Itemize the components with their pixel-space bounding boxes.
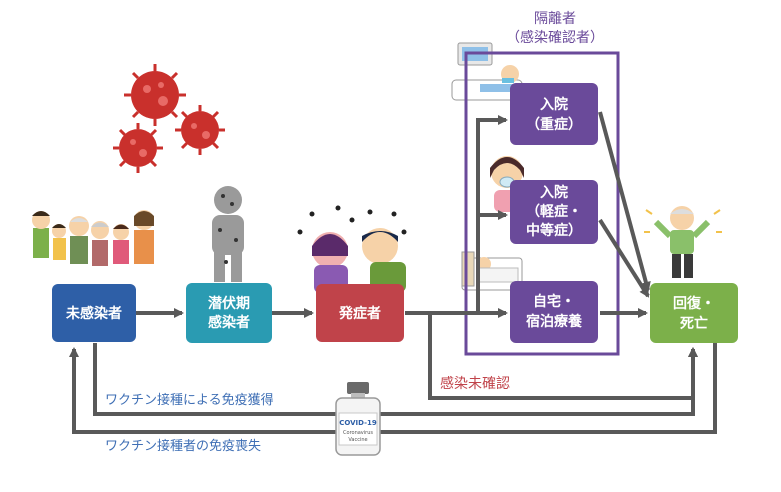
label-vaccine-loss: ワクチン接種者の免疫喪失 [105,438,261,454]
node-home-care-label-1: 自宅・ [533,293,575,310]
node-hospital-mild-label-2: （軽症・ [526,203,582,220]
latent-person-illustration [212,186,244,282]
virus-icon [113,123,163,173]
recovered-person-illustration [644,206,722,278]
node-home-care-label-2: 宿泊療養 [526,313,582,330]
vial-label-2: Coronavirus [343,430,373,436]
label-unconfirmed: 感染未確認 [440,375,510,392]
isolation-title: 隔離者 [534,10,576,27]
virus-icon [124,64,186,126]
node-outcome-label-1: 回復・ [673,295,715,312]
node-hospital-mild-label-1: 入院 [540,184,568,201]
node-hospital-mild-label-3: 中等症） [526,222,582,239]
node-uninfected-label: 未感染者 [66,305,122,322]
label-vaccine-immunity: ワクチン接種による免疫獲得 [105,392,274,408]
node-hospital-severe-label-1: 入院 [540,96,568,113]
vaccine-vial-icon: COVID-19 Coronavirus Vaccine [335,382,381,456]
people-group-illustration [32,210,154,266]
virus-icon [175,105,225,155]
node-latent-label-2: 感染者 [208,314,250,331]
sick-people-illustration [297,205,407,293]
node-symptomatic-label: 発症者 [338,305,381,322]
node-hospital-severe-label-2: （重症） [526,116,582,133]
node-latent-label-1: 潜伏期 [208,295,250,312]
node-uninfected [52,284,136,342]
isolation-box [464,51,620,356]
node-outcome [650,283,738,343]
isolation-subtitle: （感染確認者） [506,29,604,46]
flow-arrows [69,111,717,434]
vial-label-1: COVID-19 [339,419,377,427]
node-hospital-severe [510,83,598,145]
node-home-care [510,281,598,343]
node-hospital-mild [510,180,598,244]
node-symptomatic [316,284,404,342]
vial-label-3: Vaccine [348,437,367,443]
node-latent [186,283,272,343]
node-outcome-label-2: 死亡 [679,315,708,332]
